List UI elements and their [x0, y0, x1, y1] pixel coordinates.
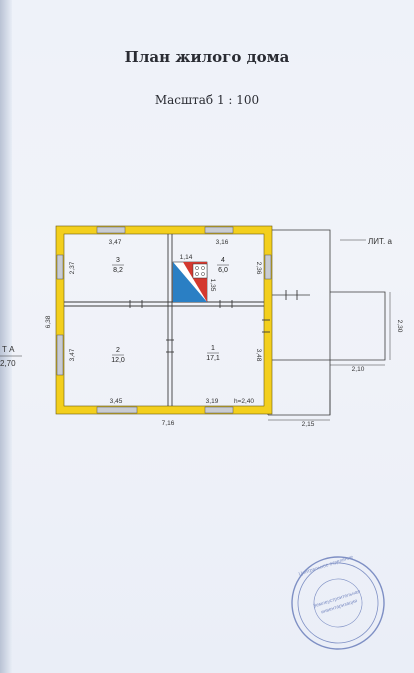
dim-r1-right: 3,48 [255, 349, 262, 362]
dim-r2-left: 3,47 [69, 348, 76, 361]
dim-stove: 1,14 [180, 254, 193, 261]
room-3-area: 8,2 [113, 267, 123, 274]
room-2-area: 12,0 [111, 357, 125, 364]
dim-r4-right: 2,36 [255, 262, 262, 275]
lit-label: ЛИТ. а [368, 237, 392, 246]
room-3-number: 3 [116, 257, 120, 264]
dim-r3-left: 2,37 [69, 261, 76, 274]
room-1-number: 1 [211, 345, 215, 352]
room-2-number: 2 [116, 347, 120, 354]
dim-r3-top: 3,47 [109, 239, 122, 246]
scale-label: Масштаб 1 : 100 [154, 93, 260, 107]
dim-total-bottom: 7,16 [162, 420, 175, 427]
dim-ext-lower: 2,15 [302, 421, 315, 428]
dim-r1-bottom: 3,19 [206, 398, 219, 405]
dim-r2-bottom: 3,45 [110, 398, 123, 405]
stamp-ring-text: Центральное отделение [298, 554, 354, 577]
official-stamp: Центральное отделение Землеустроительная… [291, 554, 385, 650]
page-edge-shadow [0, 0, 12, 673]
dimension-leaders [268, 292, 391, 421]
stove [172, 261, 208, 303]
room-1-area: 17,1 [206, 355, 220, 362]
windows [56, 226, 272, 414]
dim-ext-right: 2,30 [396, 320, 403, 333]
room-4-area: 6,0 [218, 267, 228, 274]
extension-outline [267, 229, 386, 416]
room-labels: 3 8,2 4 6,0 2 12,0 1 17,1 [111, 257, 229, 364]
outer-walls [55, 225, 273, 415]
interior-partitions [64, 234, 264, 406]
height-label: h=2,40 [234, 398, 254, 405]
left-label-a: Т А [2, 345, 15, 354]
dim-r4-inner: 1,35 [209, 279, 216, 292]
left-label-b: 2,70 [0, 359, 16, 368]
dimension-labels: 3,47 3,16 1,14 2,37 2,36 1,35 6,38 3,47 … [45, 239, 403, 428]
room-4-number: 4 [221, 257, 225, 264]
dim-r4-top: 3,16 [216, 239, 229, 246]
document-title: План жилого дома [124, 48, 290, 66]
dim-ext-bottom: 2,10 [352, 366, 365, 373]
dim-total-left: 6,38 [45, 315, 52, 328]
doors [129, 290, 298, 353]
